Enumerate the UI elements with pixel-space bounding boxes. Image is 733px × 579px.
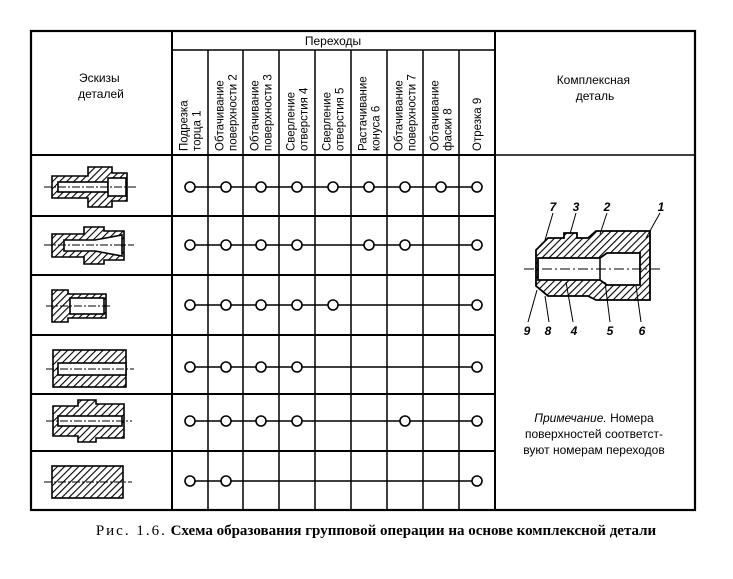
figure-caption: Рис. 1.6. Схема образования групповой оп… bbox=[36, 521, 716, 541]
transition-mark bbox=[255, 239, 267, 251]
table-grid bbox=[29, 29, 697, 512]
transition-mark bbox=[471, 239, 483, 251]
surface-label-6: 6 bbox=[639, 324, 646, 338]
group-operation-scheme: Эскизы деталей Переходы Комплексная дета… bbox=[29, 29, 697, 512]
transition-mark bbox=[399, 181, 411, 193]
transition-mark bbox=[220, 239, 232, 251]
surface-label-8: 8 bbox=[545, 324, 552, 338]
surface-label-2: 2 bbox=[603, 200, 611, 214]
transition-header-2: Обтачиваниеповерхности 2 bbox=[215, 74, 240, 151]
transition-mark bbox=[471, 415, 483, 427]
transition-mark bbox=[255, 415, 267, 427]
note: Примечание. Номера поверхностей соответс… bbox=[523, 411, 664, 457]
transition-mark bbox=[184, 361, 196, 373]
note-line-3: вуют номерам переходов bbox=[523, 443, 664, 457]
transition-mark bbox=[363, 239, 375, 251]
transition-mark bbox=[435, 181, 447, 193]
transition-header-1: Подрезкаторца 1 bbox=[179, 100, 204, 151]
transition-headers: Подрезкаторца 1 Обтачиваниеповерхности 2 О… bbox=[179, 74, 485, 151]
transition-mark bbox=[291, 415, 303, 427]
note-line-2: поверхностей соответст- bbox=[525, 427, 663, 441]
transition-header-4: Сверлениеотверстия 4 bbox=[286, 87, 311, 151]
transition-mark bbox=[291, 181, 303, 193]
transition-header-7: Обтачиваниеповерхности 7 bbox=[394, 74, 419, 151]
transition-mark bbox=[255, 299, 267, 311]
transition-mark bbox=[471, 475, 483, 487]
transition-header-3: Обтачиваниеповерхности 3 bbox=[250, 74, 275, 151]
transition-mark bbox=[291, 361, 303, 373]
transition-mark bbox=[220, 181, 232, 193]
transition-mark bbox=[184, 181, 196, 193]
transition-mark bbox=[255, 181, 267, 193]
sketches-header: Эскизы деталей bbox=[78, 71, 124, 101]
transition-mark bbox=[363, 181, 375, 193]
transition-mark bbox=[220, 299, 232, 311]
surface-label-9: 9 bbox=[524, 324, 531, 338]
transition-mark bbox=[291, 299, 303, 311]
complex-part-drawing bbox=[524, 212, 661, 323]
transition-mark bbox=[399, 415, 411, 427]
transition-matrix bbox=[184, 181, 483, 487]
transition-mark bbox=[220, 415, 232, 427]
transition-mark bbox=[220, 361, 232, 373]
part-sketch-6 bbox=[44, 465, 132, 499]
complex-part-header: Комплексная деталь bbox=[557, 73, 634, 103]
part-sketch-2 bbox=[44, 226, 134, 265]
transition-mark bbox=[327, 181, 339, 193]
figure-caption-text: Схема образования групповой операции на … bbox=[170, 523, 657, 539]
transition-mark bbox=[471, 181, 483, 193]
surface-label-3: 3 bbox=[573, 200, 580, 214]
part-sketch-5 bbox=[46, 399, 132, 443]
transition-mark bbox=[184, 475, 196, 487]
surface-label-1: 1 bbox=[658, 200, 665, 214]
complex-part-labels: 7 3 2 1 9 8 4 5 6 bbox=[524, 200, 665, 338]
transition-mark bbox=[399, 239, 411, 251]
transition-mark bbox=[291, 239, 303, 251]
part-sketch-3 bbox=[46, 289, 112, 323]
transition-mark bbox=[471, 361, 483, 373]
transition-header-5: Сверлениеотверстия 5 bbox=[322, 88, 347, 151]
transition-mark bbox=[471, 299, 483, 311]
transition-mark bbox=[327, 299, 339, 311]
surface-label-4: 4 bbox=[570, 324, 578, 338]
transition-mark bbox=[184, 239, 196, 251]
transition-mark bbox=[184, 299, 196, 311]
transition-mark bbox=[184, 415, 196, 427]
part-sketch-4 bbox=[46, 349, 134, 388]
note-line-1: Примечание. Номера bbox=[534, 411, 654, 425]
transition-mark bbox=[255, 361, 267, 373]
surface-label-7: 7 bbox=[550, 200, 558, 214]
transitions-header: Переходы bbox=[305, 34, 361, 48]
surface-label-5: 5 bbox=[607, 324, 614, 338]
transition-mark bbox=[220, 475, 232, 487]
part-sketch-1 bbox=[44, 166, 137, 208]
transition-header-8: Обтачиваниефаски 8 bbox=[430, 80, 455, 151]
figure-label: Рис. 1.6. bbox=[95, 523, 167, 539]
transition-header-9: Отрезка 9 bbox=[472, 98, 484, 151]
transition-header-6: Растачиваниеконуса 6 bbox=[358, 76, 383, 151]
